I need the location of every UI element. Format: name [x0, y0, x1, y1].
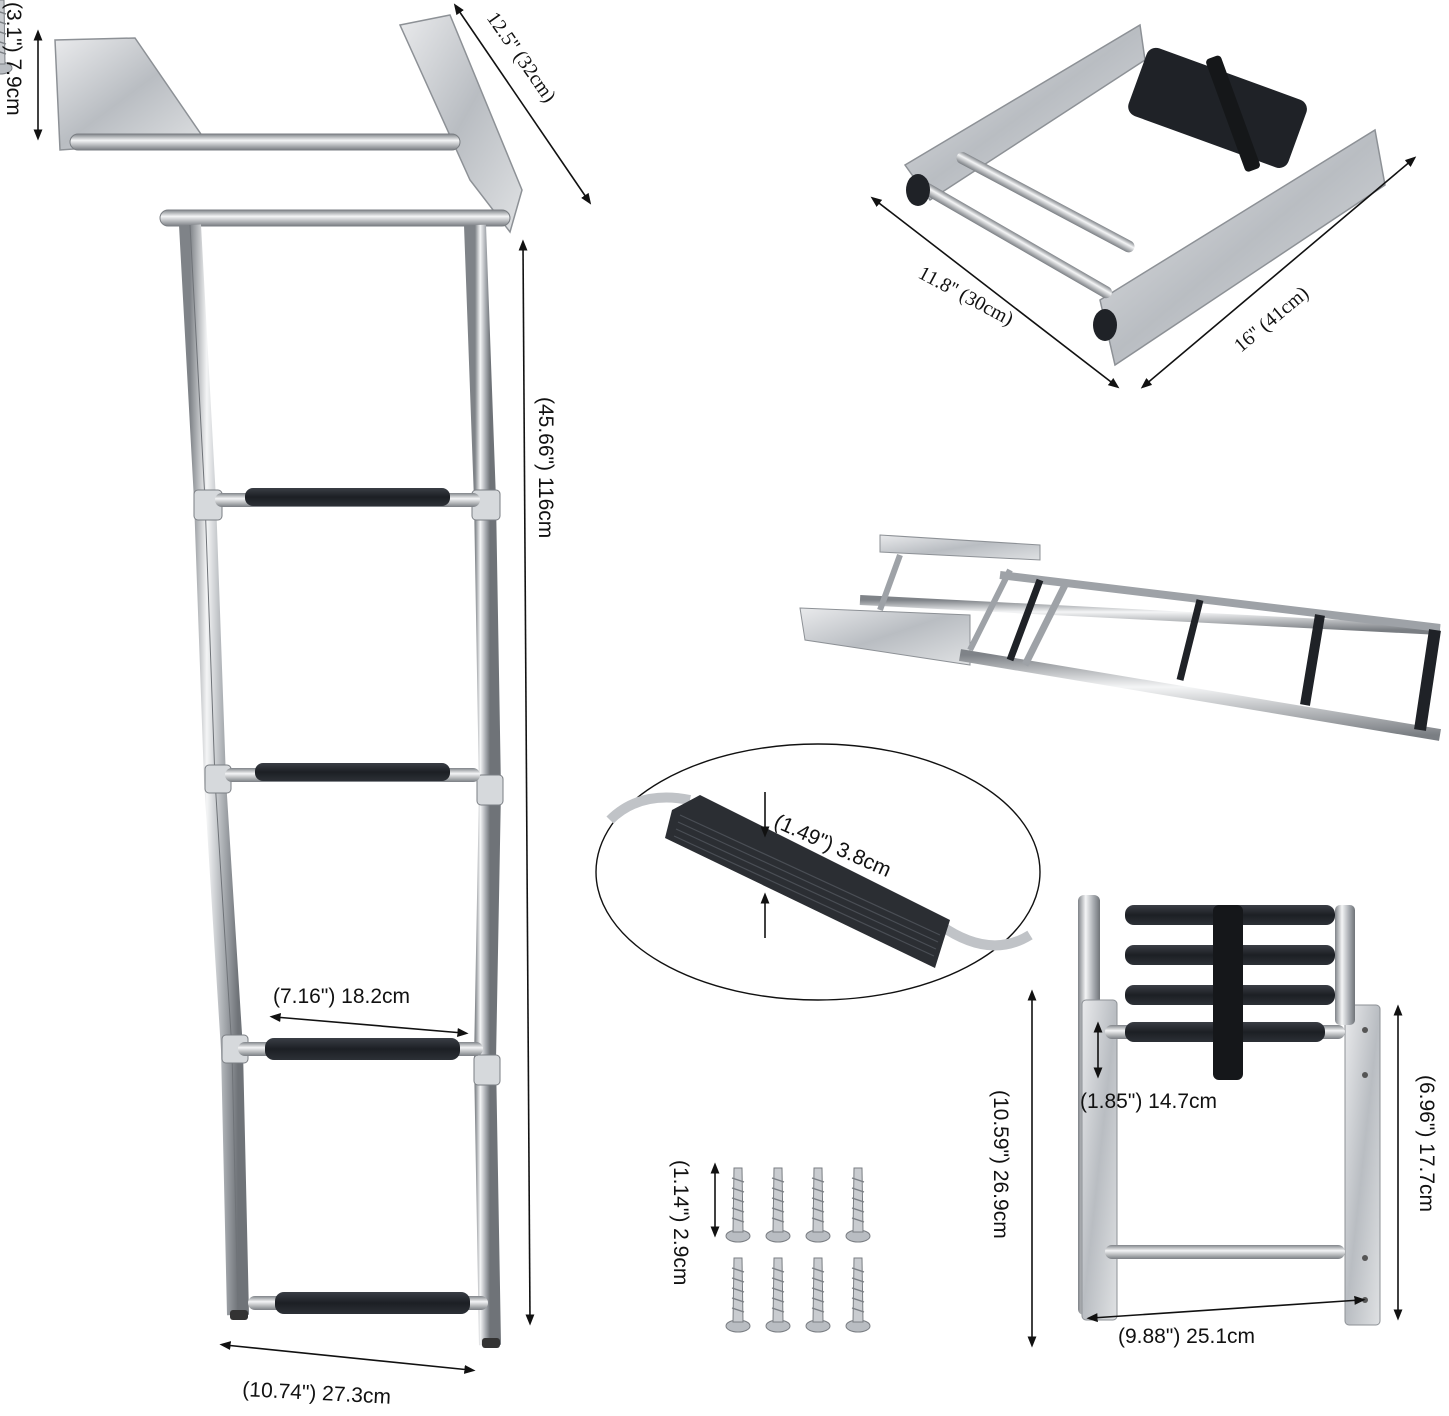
- folded-ladder-front: [1078, 895, 1381, 1326]
- tread-zoom: [595, 743, 1041, 1001]
- unit-height-label: (10.59") 26.9cm: [989, 1090, 1012, 1239]
- plate-height-label: (6.96") 17.7cm: [1415, 1075, 1438, 1213]
- bracket-height-label: (3.1") 7.9cm: [2, 2, 25, 116]
- step-tread: [265, 1038, 460, 1060]
- main-ladder-dimensions: [33, 3, 592, 1374]
- height-main-label: (45.66") 116cm: [534, 397, 557, 539]
- screw-length-label: (1.14") 2.9cm: [669, 1160, 692, 1286]
- step-tread: [245, 488, 450, 506]
- folded-front-dimensions: [1027, 989, 1403, 1348]
- folded-ladder-dimensions: [870, 156, 1417, 389]
- main-ladder: [54, 14, 523, 1348]
- unit-width-label: (9.88") 25.1cm: [1118, 1325, 1256, 1348]
- step-tread: [255, 763, 450, 781]
- step-tread: [275, 1292, 470, 1314]
- step-width-label: (7.16") 18.2cm: [273, 985, 411, 1008]
- side-ladder: [799, 534, 1441, 741]
- screw-set: [0, 0, 871, 1333]
- step-gap-label: (1.85") 14.7cm: [1080, 1090, 1218, 1113]
